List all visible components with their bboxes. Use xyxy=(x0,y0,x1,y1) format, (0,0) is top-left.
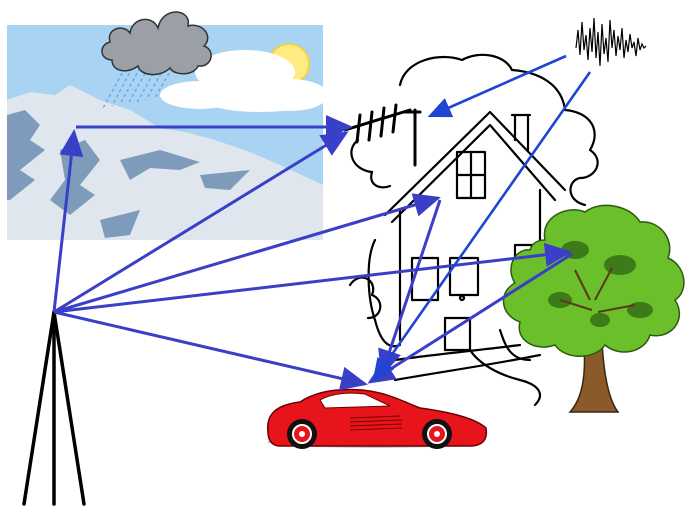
tripod-icon xyxy=(24,312,84,504)
tree-icon xyxy=(504,205,684,412)
antenna-icon xyxy=(345,105,420,165)
rain-cloud-icon xyxy=(102,12,211,75)
arrow-house-to-car xyxy=(382,200,440,374)
arrow-sensor-to-car xyxy=(54,312,365,384)
arrow-sensor-to-tree xyxy=(54,252,569,312)
car-wheel-rear xyxy=(422,419,452,449)
signal-waveform-icon xyxy=(576,18,646,66)
car-wheel-front xyxy=(287,419,317,449)
car-icon xyxy=(267,390,486,450)
arrow-signal-to-antenna xyxy=(430,56,566,116)
